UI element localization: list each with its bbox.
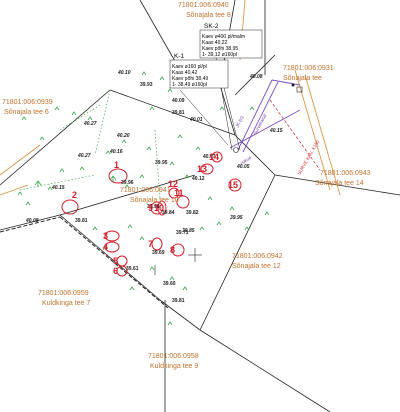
parcel-address: Sõnajala tee 10 — [130, 197, 179, 204]
spot-height: 39.81 — [75, 218, 88, 224]
parcel-address: Sõnajala tee 8 — [186, 12, 231, 19]
tree-number: 11 — [174, 188, 184, 198]
parcel-id: 71801:006:0939 — [2, 99, 53, 106]
spot-height: 39.69 — [152, 250, 165, 256]
utility-poles — [233, 83, 303, 153]
tree-number: 7 — [148, 239, 153, 249]
parcel-id: 71801:006:0941 — [120, 187, 171, 194]
parcel-id: 71801:006:0959 — [38, 290, 89, 297]
well-box-texts: SK-2 Kaev ø400 pl/malm Kaas 40,22 Kaev p… — [172, 23, 245, 88]
well-line: Kaev ø160 pl/pl — [172, 64, 207, 70]
parcel-address: Sõnajala tee 14 — [315, 180, 364, 187]
spot-height: 40.12 — [192, 176, 205, 182]
tree-number: 13 — [197, 164, 207, 174]
parcel-id: 71801:006:0958 — [148, 353, 199, 360]
tree-numbers: 1 2 3 4 5 6 7 8 9 10 11 12 13 14 15 — [72, 152, 238, 276]
spot-height: 40.05 — [236, 164, 250, 170]
tree-number: 3 — [103, 231, 108, 241]
section-markers — [154, 248, 202, 275]
parcel-id: 71801:006:0931 — [283, 65, 334, 72]
spot-height: 40.15 — [51, 185, 65, 191]
road-edges — [0, 0, 341, 196]
well-line: Kaev põhi 38,49 — [172, 76, 208, 82]
tree-number: 4 — [103, 242, 108, 252]
spot-height: 40.16 — [109, 149, 123, 155]
spot-height: 40.07 — [203, 154, 216, 160]
green-dotted-lines — [19, 89, 161, 201]
well-box-sk2 — [199, 29, 263, 59]
tree-number: 6 — [113, 266, 118, 276]
parcel-id: 71801:006:0943 — [320, 170, 371, 177]
spot-height: 40.09 — [172, 98, 185, 104]
parcel-address: Kuldkinga tee 9 — [150, 363, 198, 370]
tree-number: 12 — [168, 179, 178, 189]
tree-number: 14 — [209, 152, 219, 162]
well-line: 1- 38,49 ø160pl — [172, 82, 207, 88]
tree-number: 2 — [72, 190, 77, 200]
parcel-labels: 71801:006:0940 Sõnajala tee 8 71801:006:… — [2, 2, 371, 370]
spot-height: 39.93 — [140, 82, 153, 88]
parcel-id: 71801:006:0942 — [232, 253, 283, 260]
tree-number: 9 — [148, 203, 153, 213]
parcel-address: Kuldkinga tee 7 — [42, 300, 90, 307]
pipe-label: Isikud — [240, 155, 253, 166]
tree-number: 8 — [170, 245, 175, 255]
tree-number: 15 — [228, 180, 238, 190]
spot-height: 39.85 — [182, 228, 195, 234]
spot-height: 40.27 — [83, 121, 97, 127]
spot-height: 39.95 — [230, 215, 243, 221]
spot-height: 40.08 — [249, 74, 263, 80]
pressure-main-label: SURVE KAN. K150 — [297, 139, 321, 176]
well-line: Kaev põhi 38,95 — [202, 46, 238, 52]
spot-height: 39.60 — [163, 281, 176, 287]
spot-height: 40.15 — [269, 128, 283, 134]
spot-height: 40.01 — [189, 117, 203, 123]
spot-height: 40.08 — [25, 218, 39, 224]
spot-height: 39.95 — [155, 160, 168, 166]
well-box-k1 — [169, 59, 229, 89]
parcel-address: Sõnajala tee 12 — [232, 263, 281, 270]
parcel-id: 71801:006:0940 — [178, 2, 229, 9]
well-line: 1- 39,12 ø160pl — [202, 52, 237, 58]
spot-height: 39.84 — [162, 210, 175, 216]
parcel-address: Sõnajala tee — [283, 75, 322, 82]
tree-number: 1 — [114, 160, 119, 170]
pipe-label: JK 6/2 — [234, 114, 245, 128]
spot-height: 39.81 — [172, 110, 185, 116]
tree-markers — [61, 151, 242, 277]
pressure-main — [269, 99, 321, 171]
tree-number: 10 — [154, 203, 164, 213]
well-name: SK-2 — [204, 23, 219, 30]
sewer-pipes — [229, 79, 301, 153]
spot-height: 40.27 — [77, 153, 91, 159]
well-line: Kaas 40,22 — [202, 40, 228, 46]
spot-heights: 40.10 39.93 40.09 39.81 40.01 40.27 40.2… — [25, 70, 283, 304]
parcel-address: Sõnajala tee 6 — [4, 109, 49, 116]
vegetation-symbols — [17, 71, 270, 326]
well-line: Kaas 40,42 — [172, 70, 198, 76]
spot-height: 39.81 — [172, 298, 185, 304]
spot-height: 40.10 — [117, 70, 131, 76]
spot-height: 39.71 — [176, 230, 189, 236]
spot-height: 40.20 — [116, 133, 130, 139]
spot-height: 39.98 — [147, 204, 160, 210]
spot-height: 39.96 — [121, 180, 134, 186]
tree-number: 5 — [113, 256, 118, 266]
spot-height: 39.82 — [186, 210, 199, 216]
spot-height: 39.61 — [126, 266, 139, 272]
fence-line — [0, 216, 169, 309]
well-line: Kaev ø400 pl/malm — [202, 34, 245, 40]
well-name: K-1 — [174, 53, 185, 60]
